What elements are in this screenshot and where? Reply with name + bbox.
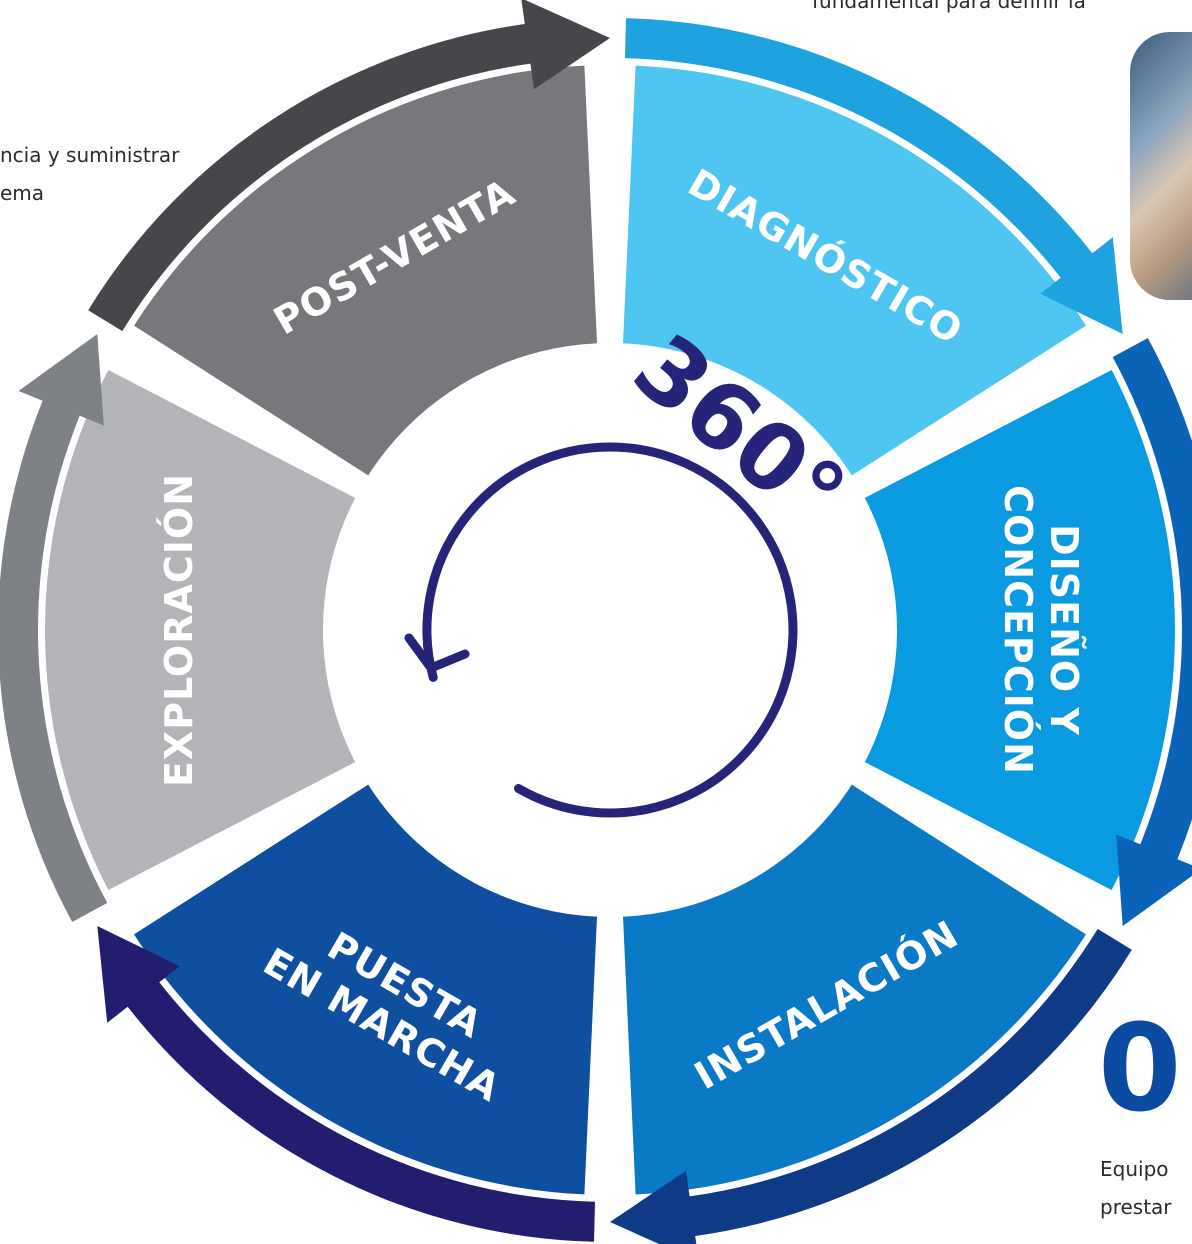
label-exploracion: EXPLORACIÓN bbox=[157, 473, 201, 787]
arrow-diagnostico bbox=[625, 18, 1123, 334]
arrow-diseno bbox=[1112, 338, 1192, 926]
arrow-puesta bbox=[97, 926, 596, 1242]
left-caption-line-2: ema bbox=[0, 181, 45, 205]
label-diseno-line-1: DISEÑO Y bbox=[1042, 524, 1086, 736]
arrow-postventa bbox=[88, 0, 610, 332]
person-photo bbox=[1130, 32, 1192, 300]
bottom-right-caption-line-2: prestar bbox=[1100, 1195, 1172, 1219]
center-cycle-arrow bbox=[422, 442, 798, 818]
arrow-instalacion bbox=[610, 928, 1132, 1244]
arrow-exploracion bbox=[0, 334, 108, 922]
label-exploracion-line-1: EXPLORACIÓN bbox=[157, 473, 201, 787]
top-right-caption: fundamental para definir la bbox=[812, 0, 1086, 13]
label-diseno-line-2: CONCEPCIÓN bbox=[996, 485, 1040, 775]
big-number: 0 bbox=[1098, 1000, 1182, 1139]
bottom-right-caption-line-1: Equipo bbox=[1100, 1157, 1169, 1181]
left-caption-line-1: ncia y suministrar bbox=[0, 143, 180, 167]
center-cycle-arrowhead bbox=[404, 633, 470, 673]
wheel-hub bbox=[323, 343, 897, 917]
